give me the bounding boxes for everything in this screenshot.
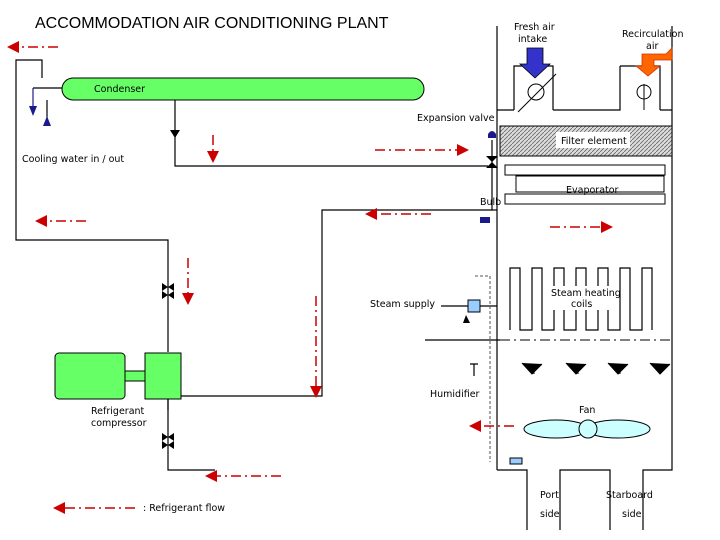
cooling-water-label: Cooling water in / out xyxy=(22,154,124,165)
cw-up-arrow xyxy=(43,116,51,126)
humidifier-label: Humidifier xyxy=(430,389,480,400)
cw-down-arrow xyxy=(29,106,37,116)
temperature-sensor xyxy=(509,457,523,465)
fan xyxy=(523,419,651,439)
steam-heating-coils xyxy=(509,267,653,331)
filter-label: Filter element xyxy=(561,136,627,147)
fan-label: Fan xyxy=(579,405,595,416)
fresh-air-label-2: intake xyxy=(518,34,547,45)
bulb-label: Bulb xyxy=(480,197,501,208)
casing-right-wall xyxy=(642,26,673,530)
condenser-valve xyxy=(170,130,180,138)
evaporator-coil-1 xyxy=(504,164,666,176)
recirc-label-1: Recirculation xyxy=(622,29,683,40)
compressor-coupling xyxy=(124,370,146,382)
steam-coils-label-bg xyxy=(551,286,615,310)
suction-line-return xyxy=(167,140,493,410)
port-label-1: Port xyxy=(540,490,559,501)
evaporator-coil-2 xyxy=(504,193,666,205)
recirc-damper xyxy=(636,84,652,110)
air-handling-unit xyxy=(496,26,673,530)
port-duct-left xyxy=(497,469,528,530)
steam-valve-stem xyxy=(463,315,470,323)
duct-divider xyxy=(559,469,611,530)
evaporator-coil-mid xyxy=(515,175,665,193)
legend-label: : Refrigerant flow xyxy=(143,503,225,514)
starboard-label-2: side xyxy=(622,509,642,520)
expansion-valve xyxy=(486,156,498,168)
compressor-label-1: Refrigerant xyxy=(91,406,145,417)
fresh-air-damper xyxy=(517,73,557,113)
refrigerant-discharge-line xyxy=(15,59,169,352)
fresh-air-arrow xyxy=(518,47,552,79)
steam-coils-label-1: Steam heating xyxy=(551,288,621,299)
fresh-air-label-1: Fresh air xyxy=(514,22,555,33)
port-label-2: side xyxy=(540,509,560,520)
refrigerant-suction-line xyxy=(167,396,215,471)
bulb xyxy=(480,217,490,223)
recirc-duct-left xyxy=(553,66,621,111)
condenser-label: Condenser xyxy=(94,84,145,95)
expansion-valve-label: Expansion valve xyxy=(417,113,495,124)
sensor-capillary xyxy=(475,275,491,462)
steam-control-valve xyxy=(467,299,481,313)
steam-supply-label: Steam supply xyxy=(370,299,435,310)
compressor-motor xyxy=(54,352,126,400)
evaporator-label: Evaporator xyxy=(566,185,619,196)
humidifier-nozzles xyxy=(500,339,672,375)
diagram-title: ACCOMMODATION AIR CONDITIONING PLANT xyxy=(35,15,389,32)
recirc-air-arrow xyxy=(634,47,673,77)
recirc-label-2: air xyxy=(646,41,658,52)
refrigerant-compressor xyxy=(144,352,182,400)
condenser xyxy=(61,77,425,101)
humidifier-valve xyxy=(470,363,478,376)
liquid-line xyxy=(174,100,488,167)
starboard-label-1: Starboard xyxy=(606,490,653,501)
filter-label-bg xyxy=(556,132,630,148)
compressor-label-2: compressor xyxy=(91,418,147,429)
expansion-valve-head xyxy=(488,131,496,138)
steam-coils-label-2: coils xyxy=(571,299,592,310)
refrigerant-flow-arrows xyxy=(7,41,613,514)
isolation-valve-upper xyxy=(162,283,174,299)
isolation-valve-lower xyxy=(162,433,174,449)
